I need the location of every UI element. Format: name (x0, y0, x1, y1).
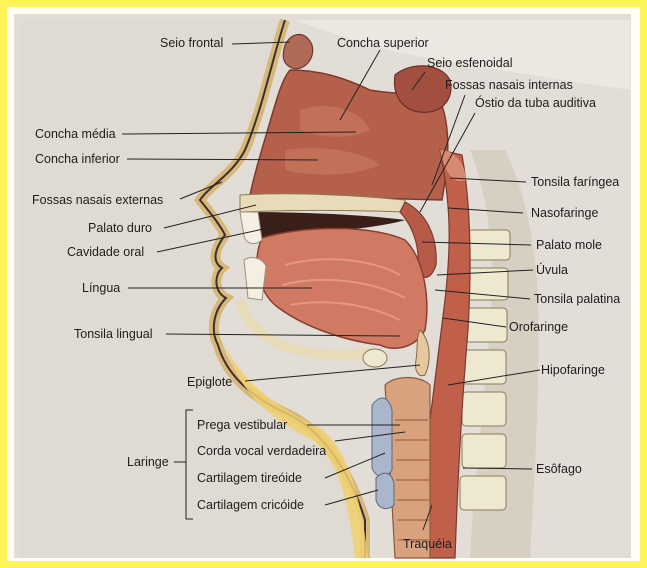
label-orofaringe: Orofaringe (509, 320, 568, 334)
label-seio-esfenoidal: Seio esfenoidal (427, 56, 512, 70)
label-seio-frontal: Seio frontal (160, 36, 223, 50)
frontal-sinus (283, 34, 312, 68)
label-laringe: Laringe (127, 455, 169, 469)
label-nasofaringe: Nasofaringe (531, 206, 598, 220)
label-concha-inferior: Concha inferior (35, 152, 120, 166)
label-concha-superior: Concha superior (337, 36, 429, 50)
label-epiglote: Epiglote (187, 375, 232, 389)
label-uvula: Úvula (536, 262, 568, 277)
label-tonsila-palatina: Tonsila palatina (534, 292, 620, 306)
lower-teeth (244, 258, 266, 300)
label-fossas-nasais-externas: Fossas nasais externas (32, 193, 163, 207)
upper-teeth (240, 212, 262, 243)
label-hipofaringe: Hipofaringe (541, 363, 605, 377)
label-concha-media: Concha média (35, 127, 116, 141)
label-palato-duro: Palato duro (88, 221, 152, 235)
hyoid-bone (363, 349, 387, 367)
label-fossas-nasais-internas: Fossas nasais internas (445, 78, 573, 92)
label-cartilagem-cricoide: Cartilagem cricóide (197, 498, 304, 512)
label-tonsila-lingual: Tonsila lingual (74, 327, 153, 341)
label-palato-mole: Palato mole (536, 238, 602, 252)
label-corda-vocal: Corda vocal verdadeira (197, 444, 326, 458)
label-ostio-tuba: Óstio da tuba auditiva (475, 95, 596, 110)
label-cartilagem-tireoide: Cartilagem tireóide (197, 471, 302, 485)
label-tonsila-faringea: Tonsila faríngea (531, 175, 619, 189)
label-esofago: Esôfago (536, 462, 582, 476)
label-cavidade-oral: Cavidade oral (67, 245, 144, 259)
epiglottis-shape (415, 330, 429, 376)
label-lingua: Língua (82, 281, 120, 295)
label-prega-vestibular: Prega vestibular (197, 418, 287, 432)
label-traqueia: Traquéia (403, 537, 452, 551)
cricoid-cartilage (376, 473, 394, 508)
thyroid-cartilage (372, 398, 392, 477)
